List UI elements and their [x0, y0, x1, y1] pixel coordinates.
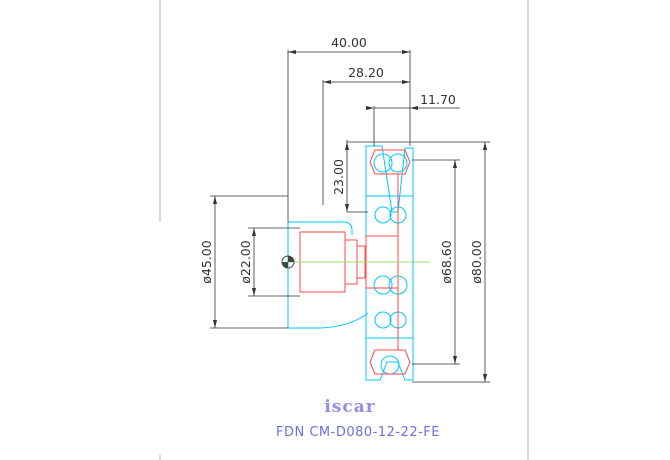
drawing-frame	[159, 0, 529, 460]
dimension-arrows	[213, 50, 487, 382]
dimension-lines	[210, 50, 490, 383]
dim-diameter-68: ø68.60	[439, 240, 454, 283]
dim-diameter-45: ø45.00	[199, 240, 214, 283]
dim-length-2: 28.20	[348, 65, 384, 80]
cutter-body-outline	[287, 145, 414, 381]
iscar-logo: iscar	[324, 397, 375, 417]
part-number-caption: FDN CM-D080-12-22-FE	[276, 425, 440, 440]
dim-overall-length: 40.00	[331, 35, 367, 50]
dim-diameter-80: ø80.00	[469, 240, 484, 283]
dim-diameter-22: ø22.00	[238, 240, 253, 283]
dim-height-23: 23.00	[331, 159, 346, 195]
dim-width-3: 11.70	[420, 92, 456, 107]
center-axis	[281, 255, 430, 269]
svg-text:iscar: iscar	[324, 397, 375, 417]
